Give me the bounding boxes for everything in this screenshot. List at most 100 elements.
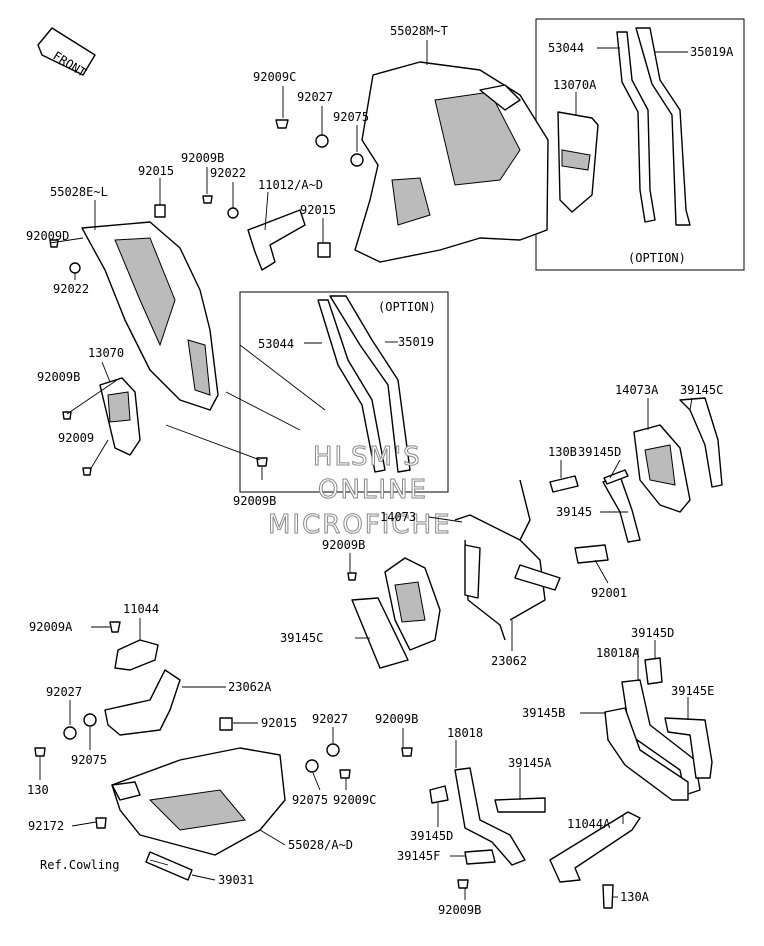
grommet-92027-low-part [63, 726, 77, 740]
clip-92015-low-part [219, 717, 233, 731]
duct-14073a-part [633, 424, 691, 513]
option-box-mid [239, 291, 449, 493]
bolt-92001-part [574, 544, 609, 564]
label-92075-c: 92075 [292, 793, 328, 807]
duct-14073-part [384, 557, 441, 651]
label-92009B-e: 92009B [375, 712, 418, 726]
bolt-130a-part [602, 884, 614, 909]
label-13070: 13070 [88, 346, 124, 360]
label-39145F: 39145F [397, 849, 440, 863]
bolt-92172-part [95, 817, 107, 829]
bolt-130-part [34, 747, 46, 757]
label-92027-top: 92027 [297, 90, 333, 104]
bolt-92009b-d-part [347, 572, 357, 581]
label-35019: 35019 [398, 335, 434, 349]
label-92009B-d: 92009B [322, 538, 365, 552]
rod-39031-part [145, 851, 193, 881]
washer-92022-b-part [69, 262, 81, 274]
label-130B: 130B [548, 445, 577, 459]
label-39145: 39145 [556, 505, 592, 519]
strip-35019-part [317, 295, 411, 473]
bracket-13070-part [99, 377, 141, 456]
bolt-92009c-low-part [339, 769, 351, 779]
label-130A: 130A [620, 890, 650, 904]
bracket-11044-part [114, 639, 159, 671]
label-13070A: 13070A [553, 78, 597, 92]
seal-39145a-part [494, 797, 546, 813]
bracket-18018-part [454, 767, 526, 866]
label-55028MT: 55028M~T [390, 24, 448, 38]
label-130: 130 [27, 783, 49, 797]
seal-39145c-top-part [679, 397, 723, 488]
label-23062: 23062 [491, 654, 527, 668]
clip-92015-a-part [154, 204, 166, 218]
label-92015-b: 92015 [300, 203, 336, 217]
label-39145D-low: 39145D [410, 829, 453, 843]
label-55028EL: 55028E~L [50, 185, 108, 199]
label-92009: 92009 [58, 431, 94, 445]
nut-92075-low-part [83, 713, 97, 727]
seal-39145c-mid-part [351, 597, 409, 669]
bolt-92009-part [82, 467, 92, 476]
watermark-line-3: MICROFICHE [268, 510, 452, 540]
nut-92075-c-part [305, 759, 319, 773]
label-92015-a: 92015 [138, 164, 174, 178]
bolt-92009b-f-part [457, 879, 469, 889]
seal-39145-part [602, 475, 641, 543]
label-18018: 18018 [447, 726, 483, 740]
nut-92075-top-part [350, 153, 364, 167]
grommet-92027-c-part [326, 743, 340, 757]
frame-23062-part [454, 479, 561, 641]
label-35019A: 35019A [690, 45, 734, 59]
part-labels: 55028M~T 53044 35019A 13070A 92009C 9202… [26, 24, 734, 917]
seal-39145d-top-part [603, 469, 629, 485]
bracket-11012-part [247, 209, 306, 271]
seal-39145d-r-part [644, 657, 663, 685]
strip-35019a-part [616, 27, 691, 226]
seal-39145f-part [464, 849, 496, 865]
label-92009B-a: 92009B [181, 151, 224, 165]
washer-92022-a-part [227, 207, 239, 219]
label-92009B-b: 92009B [37, 370, 80, 384]
label-ref-cowling: Ref.Cowling [40, 858, 119, 872]
label-92009B-f: 92009B [438, 903, 481, 917]
bolt-92009b-a-part [202, 195, 213, 204]
label-14073: 14073 [380, 510, 416, 524]
label-92009B-c: 92009B [233, 494, 276, 508]
label-11012: 11012/A~D [258, 178, 323, 192]
label-92027-c: 92027 [312, 712, 348, 726]
label-92022-b: 92022 [53, 282, 89, 296]
label-18018A: 18018A [596, 646, 640, 660]
bracket-11044a-part [549, 811, 641, 883]
clip-92015-b-part [317, 242, 331, 258]
label-92172: 92172 [28, 819, 64, 833]
watermark-line-1: HLSM'S [313, 442, 422, 472]
watermark-line-2: ONLINE [318, 475, 428, 505]
seal-39145d-low-part [429, 785, 449, 804]
label-55028AD: 55028/A~D [288, 838, 353, 852]
label-53044-top: 53044 [548, 41, 584, 55]
bracket-18018a-part [621, 679, 701, 796]
label-14073A: 14073A [615, 383, 659, 397]
label-39145D-top: 39145D [578, 445, 621, 459]
label-39145C-top: 39145C [680, 383, 723, 397]
label-53044-mid: 53044 [258, 337, 294, 351]
label-92009A: 92009A [29, 620, 73, 634]
label-39145E: 39145E [671, 684, 714, 698]
seal-39145b-part [604, 707, 689, 801]
side-cowl-left-part [81, 221, 219, 411]
label-92009C-low: 92009C [333, 793, 376, 807]
front-arrow-icon: FRONT [37, 27, 96, 80]
label-39145C-mid: 39145C [280, 631, 323, 645]
label-92009C-top: 92009C [253, 70, 296, 84]
label-92027-low: 92027 [46, 685, 82, 699]
label-39145D-r: 39145D [631, 626, 674, 640]
label-39145A: 39145A [508, 756, 552, 770]
bolt-92009a-part [109, 621, 121, 633]
label-11044: 11044 [123, 602, 159, 616]
bolt-92009b-b-part [62, 411, 72, 420]
label-92001: 92001 [591, 586, 627, 600]
label-92009D: 92009D [26, 229, 69, 243]
grommet-92027-top-part [315, 134, 329, 148]
